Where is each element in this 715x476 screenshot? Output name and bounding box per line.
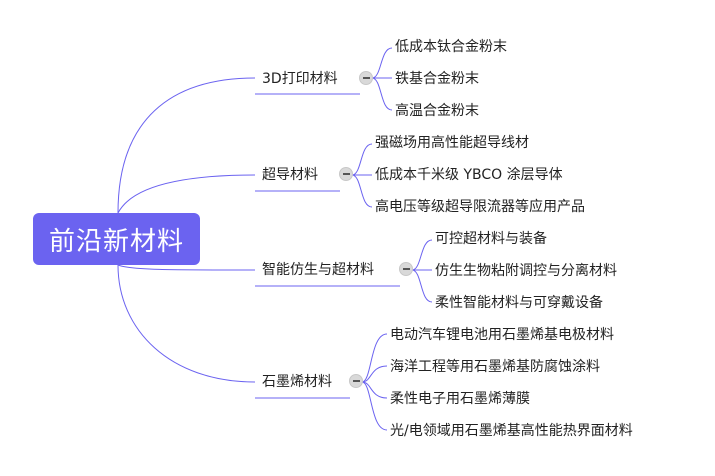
leaf-node[interactable]: 光/电领域用石墨烯基高性能热界面材料	[390, 423, 633, 439]
leaf-node[interactable]: 海洋工程等用石墨烯基防腐蚀涂料	[390, 359, 600, 375]
branch-3d-printing[interactable]: 3D打印材料	[262, 71, 338, 87]
branch-smart-bionic[interactable]: 智能仿生与超材料	[262, 262, 374, 278]
leaf-node[interactable]: 高电压等级超导限流器等应用产品	[375, 199, 585, 215]
leaf-node[interactable]: 低成本钛合金粉末	[395, 39, 507, 55]
leaf-node[interactable]: 低成本千米级 YBCO 涂层导体	[375, 167, 563, 183]
leaf-node[interactable]: 柔性电子用石墨烯薄膜	[390, 391, 530, 407]
branch-superconducting[interactable]: 超导材料	[262, 167, 318, 183]
leaf-node[interactable]: 仿生生物粘附调控与分离材料	[435, 263, 617, 279]
minus-circle-icon[interactable]	[399, 262, 413, 276]
minus-circle-icon[interactable]	[339, 167, 353, 181]
minus-circle-icon[interactable]	[359, 71, 373, 85]
branch-graphene[interactable]: 石墨烯材料	[262, 374, 332, 390]
minus-circle-icon[interactable]	[349, 374, 363, 388]
leaf-node[interactable]: 铁基合金粉末	[395, 71, 479, 87]
leaf-node[interactable]: 可控超材料与装备	[435, 231, 547, 247]
leaf-node[interactable]: 电动汽车锂电池用石墨烯基电极材料	[390, 327, 614, 343]
leaf-node[interactable]: 强磁场用高性能超导线材	[375, 135, 529, 151]
leaf-node[interactable]: 高温合金粉末	[395, 103, 479, 119]
root-node[interactable]: 前沿新材料	[33, 213, 200, 265]
leaf-node[interactable]: 柔性智能材料与可穿戴设备	[435, 295, 603, 311]
